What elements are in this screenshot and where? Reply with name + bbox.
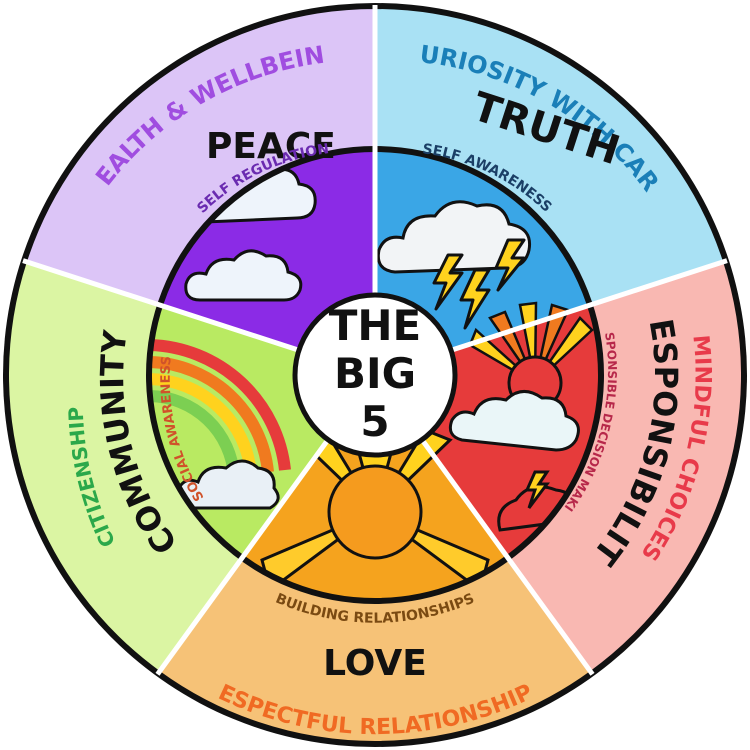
cloud-icon <box>448 390 580 452</box>
sun-icon <box>327 464 423 560</box>
center-line-1: THE <box>329 301 422 350</box>
love-title: LOVE <box>323 643 427 684</box>
love-inner-scene <box>242 375 508 600</box>
lightning-icon <box>432 238 526 330</box>
rainbow-icon <box>150 339 291 477</box>
center-hub <box>292 292 458 458</box>
center-line-2: BIG <box>334 349 416 398</box>
center-line-3: 5 <box>360 397 389 446</box>
storm-cloud-icon <box>376 200 532 274</box>
peace-title: PEACE <box>206 126 336 167</box>
